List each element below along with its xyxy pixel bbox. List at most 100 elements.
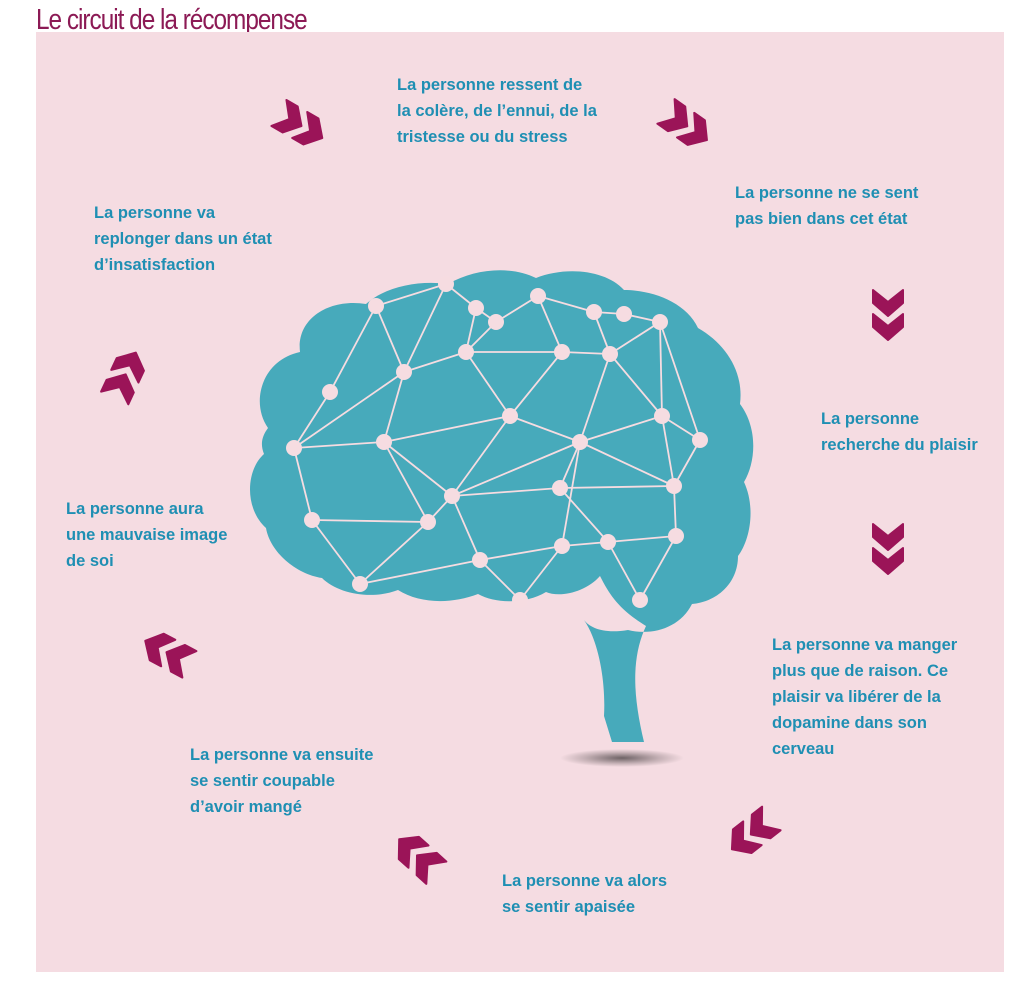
network-link [579,415,663,443]
network-link [479,559,521,601]
network-link [479,545,563,561]
network-link [609,353,663,417]
network-link [607,535,677,543]
network-link [559,441,581,489]
network-node [468,300,484,316]
double-chevron-icon [270,99,324,146]
double-chevron-icon [397,835,448,885]
step-label-1: La personne ressent de la colère, de l’e… [397,76,597,146]
network-link [383,371,405,443]
network-node [586,304,602,320]
double-chevron-icon [100,351,145,406]
network-link [639,535,677,601]
diagram-title: Le circuit de la récompense [36,4,308,36]
step-label-7: La personne aura une mauvaise image de s… [66,500,228,570]
network-node [368,298,384,314]
network-node [458,344,474,360]
network-node [666,478,682,494]
network-link [519,545,563,601]
network-node [438,276,454,292]
network-node [572,434,588,450]
network-node [512,592,528,608]
network-link [561,441,581,547]
network-node [600,534,616,550]
network-node [602,346,618,362]
network-node [420,514,436,530]
network-node [616,306,632,322]
double-chevron-icon [730,805,782,855]
network-link [383,415,511,443]
brain-network-icon [250,270,754,742]
network-link [561,351,611,355]
double-chevron-icon [144,632,198,679]
network-link [537,295,563,353]
network-link [559,487,609,543]
network-node [530,288,546,304]
double-chevron-icon [872,523,904,575]
network-link [659,321,701,441]
network-node [554,344,570,360]
network-node [444,488,460,504]
network-link [451,441,581,497]
network-link [579,353,611,443]
step-label-8: La personne va replonger dans un état d’… [94,204,272,274]
network-link [465,351,511,417]
network-link [293,447,313,521]
network-link [383,441,453,497]
network-link [293,371,405,449]
network-node [472,552,488,568]
network-node [376,434,392,450]
network-node [488,314,504,330]
network-node [286,440,302,456]
network-node [668,528,684,544]
network-link [359,521,429,585]
network-link [329,305,377,393]
network-link [509,351,563,417]
network-node [352,576,368,592]
network-link [293,441,385,449]
brain-shadow [560,749,684,767]
network-link [311,519,429,523]
network-link [311,519,361,585]
network-node [654,408,670,424]
network-link [451,487,561,497]
network-link [359,559,481,585]
network-link [673,439,701,487]
network-link [609,321,661,355]
network-node [304,512,320,528]
network-link [375,283,447,307]
network-link [509,415,581,443]
network-link [673,485,677,537]
network-link [451,415,511,497]
network-link [495,295,539,323]
network-link [559,485,675,489]
network-link [451,495,481,561]
network-link [375,305,405,373]
network-node [396,364,412,380]
network-node [692,432,708,448]
network-link [659,321,663,417]
network-node [552,480,568,496]
network-link [607,541,641,601]
brain-shape [250,270,754,742]
double-chevron-icon [872,289,904,341]
cycle-arrows [100,98,904,885]
step-label-6: La personne va ensuite se sentir coupabl… [190,746,374,816]
network-link [537,295,595,313]
double-chevron-icon [656,98,708,146]
step-label-4: La personne va manger plus que de raison… [772,636,958,758]
step-label-2: La personne ne se sent pas bien dans cet… [735,184,919,228]
step-label-3: La personne recherche du plaisir [821,410,978,454]
network-link [383,441,429,523]
network-node [632,592,648,608]
network-link [403,283,447,373]
network-link [661,415,675,487]
step-label-5: La personne va alors se sentir apaisée [502,872,668,916]
network-link [293,391,331,449]
network-node [652,314,668,330]
network-link [403,351,467,373]
network-link [579,441,675,487]
network-node [554,538,570,554]
network-node [322,384,338,400]
